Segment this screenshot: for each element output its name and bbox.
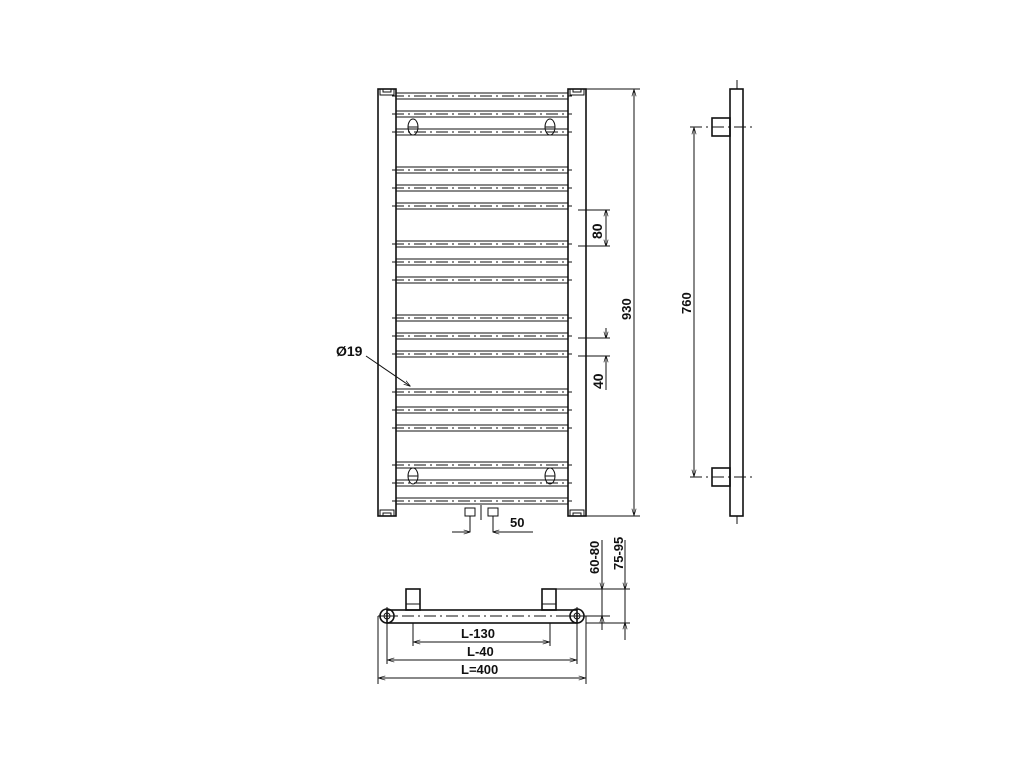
top-bracket-left bbox=[405, 588, 421, 624]
side-rail bbox=[729, 88, 744, 517]
dim-wall-lines bbox=[556, 540, 630, 640]
dim-930-lines bbox=[586, 88, 640, 517]
top-view: 60-80 75-95 L-130 L-40 L=400 bbox=[377, 537, 630, 684]
tube bbox=[392, 332, 572, 340]
tube bbox=[392, 110, 572, 118]
side-view: 760 bbox=[679, 80, 752, 524]
mount-bracket-top-right bbox=[544, 118, 556, 136]
tube bbox=[392, 314, 572, 322]
tube bbox=[392, 350, 572, 358]
right-rail bbox=[567, 88, 587, 517]
right-rail-top-cap bbox=[569, 89, 585, 96]
dim-wall-far: 75-95 bbox=[611, 537, 626, 570]
mount-bracket-bottom-right bbox=[544, 467, 556, 485]
top-bracket-right bbox=[541, 588, 557, 624]
tube bbox=[392, 184, 572, 192]
left-rail bbox=[377, 88, 397, 517]
dim-80-lines bbox=[578, 210, 610, 246]
tube bbox=[392, 497, 572, 505]
tube bbox=[392, 258, 572, 266]
tube bbox=[392, 240, 572, 248]
dim-connection-spacing: 50 bbox=[510, 515, 524, 530]
horizontal-tubes bbox=[392, 92, 572, 505]
bottom-connections bbox=[452, 505, 533, 532]
tube bbox=[392, 406, 572, 414]
dim-width-mid: L-40 bbox=[467, 644, 494, 659]
dim-total-height: 930 bbox=[619, 298, 634, 320]
tube bbox=[392, 202, 572, 210]
dim-40-lines bbox=[578, 328, 610, 390]
dim-spacing-large: 80 bbox=[589, 223, 605, 239]
front-view: 50 Ø19 80 40 930 bbox=[336, 88, 640, 532]
diameter-leader bbox=[365, 355, 410, 386]
tube bbox=[392, 424, 572, 432]
left-rail-bottom-cap bbox=[379, 509, 395, 516]
dim-spacing-small: 40 bbox=[590, 373, 606, 389]
tube bbox=[392, 276, 572, 284]
tube bbox=[392, 461, 572, 469]
dim-width-total: L=400 bbox=[461, 662, 498, 677]
tube bbox=[392, 92, 572, 100]
mount-bracket-bottom-left bbox=[407, 467, 419, 485]
dim-mount-spacing: 760 bbox=[679, 292, 694, 314]
left-rail-top-cap bbox=[379, 89, 395, 96]
tube bbox=[392, 128, 572, 136]
dim-width-inner: L-130 bbox=[461, 626, 495, 641]
tube bbox=[392, 388, 572, 396]
top-main-tube bbox=[386, 609, 578, 624]
dim-wall-near: 60-80 bbox=[587, 541, 602, 574]
dim-width-lines bbox=[377, 616, 587, 684]
tube bbox=[392, 479, 572, 487]
dim-tube-diameter: Ø19 bbox=[336, 343, 363, 359]
right-rail-bottom-cap bbox=[569, 509, 585, 516]
tube bbox=[392, 166, 572, 174]
mount-bracket-top-left bbox=[407, 118, 419, 136]
